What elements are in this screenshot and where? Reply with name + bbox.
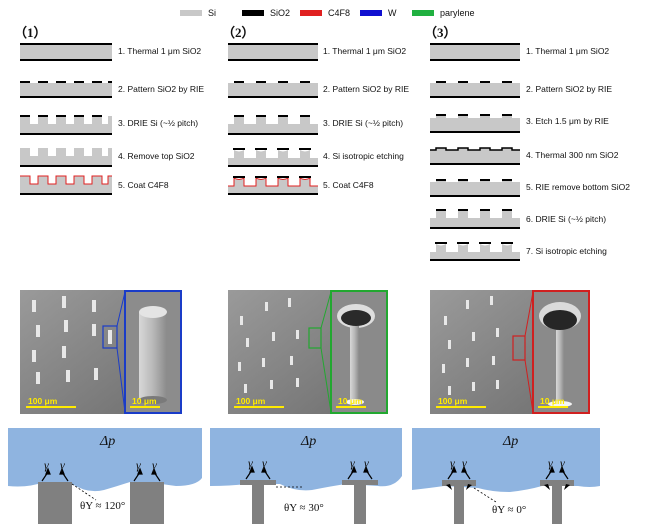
wetting-3-gamma-b: γ [462,456,467,470]
wetting-1-theta: θY ≈ 120° [80,500,126,512]
col1-step-3: 3. DRIE Si (~½ pitch) [118,118,199,128]
col3-step1-diagram [430,43,520,61]
legend-swatch-sio2 [242,10,264,16]
col1-step3-diagram [20,115,112,135]
col1-step5-diagram [20,175,112,195]
legend-item-sio2: SiO2 [242,6,300,20]
legend-label-sio2: SiO2 [270,8,291,18]
legend-swatch-parylene [412,10,434,16]
col3-step-4: 4. Thermal 300 nm SiO2 [526,150,619,160]
sem-1-scale-zoom: 10 μm [132,396,157,406]
wetting-3-gamma-d: γ [560,456,565,470]
sem-2-scale-main: 100 μm [236,396,266,406]
col3-step-2: 2. Pattern SiO2 by RIE [526,84,612,94]
legend-label-si: Si [208,8,217,18]
legend-label-w: W [388,8,397,18]
column-2-heading: （2） [222,25,255,40]
column-3-heading: （3） [424,25,457,40]
col2-step-1: 1. Thermal 1 μm SiO2 [323,46,407,56]
wetting-1-gamma-d: γ [152,458,157,472]
col2-step-4: 4. Si isotropic etching [323,151,404,161]
wetting-2-dp: Δp [301,434,317,449]
col2-step-2: 2. Pattern SiO2 by RIE [323,84,409,94]
wetting-2-gamma-b: γ [262,456,267,470]
legend-swatch-si [180,10,202,16]
wetting-1-dp: Δp [100,434,116,449]
col1-step-2: 2. Pattern SiO2 by RIE [118,84,204,94]
col2-step3-diagram [228,115,318,135]
legend-item-parylene: parylene [412,6,475,20]
wetting-2-theta: θY ≈ 30° [284,502,324,514]
col3-step2-diagram [430,81,520,98]
col1-step-4: 4. Remove top SiO2 [118,151,195,161]
col3-step5-diagram [430,179,520,197]
wetting-3-gamma-c: γ [548,456,553,470]
process-flow-diagrams [20,43,520,261]
wetting-3-dp: Δp [503,434,519,449]
col3-step-5: 5. RIE remove bottom SiO2 [526,182,630,192]
col1-step-5: 5. Coat C4F8 [118,180,169,190]
col3-step3-diagram [430,114,520,133]
wetting-2-gamma-a: γ [248,456,253,470]
col3-step7-diagram [430,242,520,261]
col1-step-1: 1. Thermal 1 μm SiO2 [118,46,202,56]
legend-swatch-c4f8 [300,10,322,16]
legend-label-parylene: parylene [440,8,475,18]
legend-item-si: Si [180,6,242,20]
wetting-1-gamma-c: γ [136,458,141,472]
legend-swatch-w [360,10,382,16]
col1-step1-diagram [20,43,112,61]
col1-step4-diagram [20,148,112,167]
wetting-1-gamma-b: γ [60,458,65,472]
legend-label-c4f8: C4F8 [328,8,351,18]
col3-step4-diagram [430,147,520,165]
col2-step5-diagram [228,176,318,195]
col3-step-3: 3. Etch 1.5 μm by RIE [526,116,609,126]
col1-step2-diagram [20,81,112,98]
col2-step1-diagram [228,43,318,61]
col3-step6-diagram [430,209,520,229]
wetting-1-gamma-a: γ [44,458,49,472]
sem-3-scale-main: 100 μm [438,396,468,406]
sem-2-scale-zoom: 10 μm [338,396,363,406]
wetting-3-theta: θY ≈ 0° [492,504,527,516]
sem-3-scale-zoom: 10 μm [540,396,565,406]
col2-step4-diagram [228,148,318,167]
col3-step-1: 1. Thermal 1 μm SiO2 [526,46,610,56]
wetting-2-gamma-c: γ [350,456,355,470]
col2-step2-diagram [228,81,318,98]
col3-step-6: 6. DRIE Si (~½ pitch) [526,214,607,224]
col3-step-7: 7. Si isotropic etching [526,246,607,256]
legend-item-w: W [360,6,412,20]
column-1-heading: （1） [14,25,47,40]
wetting-3-gamma-a: γ [450,456,455,470]
wetting-2-gamma-d: γ [364,456,369,470]
col2-step-3: 3. DRIE Si (~½ pitch) [323,118,404,128]
col2-step-5: 5. Coat C4F8 [323,180,374,190]
sem-1-scale-main: 100 μm [28,396,58,406]
legend: Si SiO2 C4F8 W parylene [180,6,475,20]
legend-item-c4f8: C4F8 [300,6,360,20]
